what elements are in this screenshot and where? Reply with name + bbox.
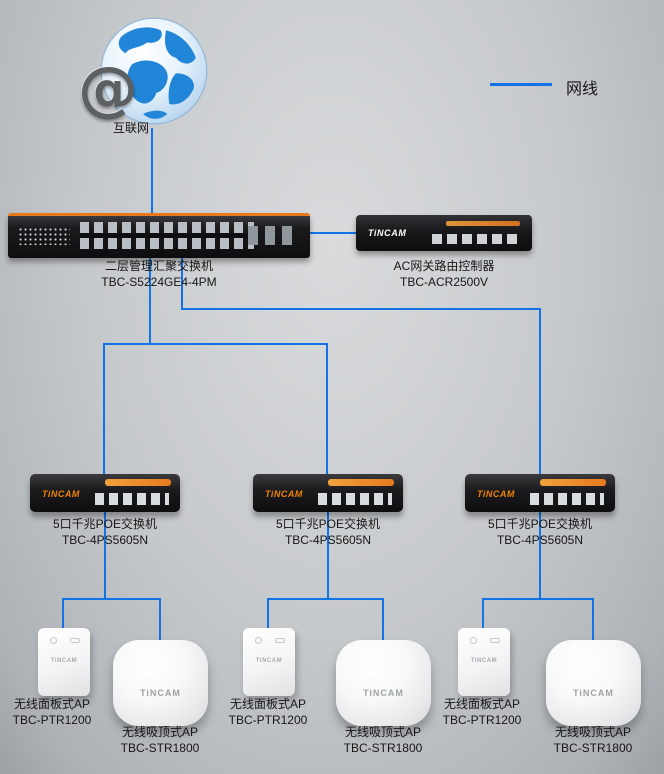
ethernet-ports xyxy=(432,234,520,244)
cable-poe1-split xyxy=(62,598,161,600)
ceiling-ap-name: 无线吸顶式AP xyxy=(344,725,421,739)
core-switch-label: 二层管理汇聚交换机 TBC-S5224GE4-4PM xyxy=(8,258,310,290)
brand-logo: TiNCAM xyxy=(363,688,404,698)
cable-core-switch-to-ac-controller xyxy=(310,232,358,234)
legend-label: 网线 xyxy=(566,81,599,98)
orange-accent-bar xyxy=(328,479,394,486)
ceiling-ap-3-label: 无线吸顶式AP TBC-STR1800 xyxy=(541,724,645,756)
indicator-dot xyxy=(50,637,57,644)
cable-poe2-to-wall-ap xyxy=(267,598,269,629)
cable-poe3-down xyxy=(539,511,541,599)
ac-controller-label: AC网关路由控制器 TBC-ACR2500V xyxy=(356,258,532,290)
ceiling-ap-1-label: 无线吸顶式AP TBC-STR1800 xyxy=(108,724,212,756)
brand-logo: TiNCAM xyxy=(470,658,498,664)
brand-logo: TiNCAM xyxy=(50,658,78,664)
indicator-dot xyxy=(255,637,262,644)
poe-switch-device: TiNCAM xyxy=(465,474,615,512)
wall-ap-name: 无线面板式AP xyxy=(13,697,90,711)
brand-logo: TiNCAM xyxy=(368,228,407,238)
cable-poe1-to-wall-ap xyxy=(62,598,64,629)
wall-ap-model: TBC-PTR1200 xyxy=(228,713,308,727)
cable-poe1-to-ceiling-ap xyxy=(159,598,161,641)
brand-logo: TiNCAM xyxy=(477,489,515,499)
ceiling-ap-device: TiNCAM xyxy=(336,640,431,726)
brand-logo: TiNCAM xyxy=(140,688,181,698)
ac-controller-device: TiNCAM xyxy=(356,215,532,251)
poe-switch-1-label: 5口千兆POE交换机 TBC-4PS5605N xyxy=(30,516,180,548)
poe-switch-name: 5口千兆POE交换机 xyxy=(487,517,593,531)
cable-drop-poe3 xyxy=(539,308,541,474)
core-switch-name: 二层管理汇聚交换机 xyxy=(104,259,213,273)
cable-internet-to-core-switch xyxy=(151,128,153,214)
ac-controller-name: AC网关路由控制器 xyxy=(393,259,495,273)
wall-ap-2-label: 无线面板式AP TBC-PTR1200 xyxy=(216,696,320,728)
wall-ap-1-label: 无线面板式AP TBC-PTR1200 xyxy=(0,696,104,728)
poe-switch-model: TBC-4PS5605N xyxy=(284,533,372,547)
wall-ap-device: TiNCAM xyxy=(243,628,295,696)
wall-ap-model: TBC-PTR1200 xyxy=(12,713,92,727)
ethernet-ports xyxy=(530,493,604,505)
cable-poe1-down xyxy=(104,511,106,599)
poe-switch-device: TiNCAM xyxy=(253,474,403,512)
brand-logo: TiNCAM xyxy=(42,489,80,499)
globe-icon xyxy=(99,16,209,126)
ac-controller-model: TBC-ACR2500V xyxy=(399,275,489,289)
poe-switch-name: 5口千兆POE交换机 xyxy=(275,517,381,531)
orange-accent-bar xyxy=(105,479,171,486)
wall-ap-3-label: 无线面板式AP TBC-PTR1200 xyxy=(430,696,534,728)
core-switch-device xyxy=(8,213,310,258)
poe-switch-model: TBC-4PS5605N xyxy=(61,533,149,547)
poe-switch-3-label: 5口千兆POE交换机 TBC-4PS5605N xyxy=(465,516,615,548)
wall-ap-device: TiNCAM xyxy=(38,628,90,696)
cable-drop-poe2 xyxy=(326,343,328,474)
orange-accent-bar xyxy=(446,221,520,226)
orange-accent-bar xyxy=(540,479,606,486)
ceiling-ap-2-label: 无线吸顶式AP TBC-STR1800 xyxy=(331,724,435,756)
internet-label: 互联网 xyxy=(112,121,149,135)
ethernet-ports xyxy=(318,493,392,505)
wall-ap-name: 无线面板式AP xyxy=(229,697,306,711)
wall-ap-name: 无线面板式AP xyxy=(443,697,520,711)
brand-logo: TiNCAM xyxy=(573,688,614,698)
ceiling-ap-device: TiNCAM xyxy=(113,640,208,726)
cable-drop-poe1 xyxy=(103,343,105,474)
ceiling-ap-model: TBC-STR1800 xyxy=(120,741,200,755)
ceiling-ap-model: TBC-STR1800 xyxy=(343,741,423,755)
wall-ap-model: TBC-PTR1200 xyxy=(442,713,522,727)
wall-ap-device: TiNCAM xyxy=(458,628,510,696)
ceiling-ap-model: TBC-STR1800 xyxy=(553,741,633,755)
at-symbol-icon: @ xyxy=(78,54,138,124)
indicator-slot xyxy=(70,638,80,643)
poe-switch-device: TiNCAM xyxy=(30,474,180,512)
led-indicators xyxy=(18,227,70,245)
cable-poe3-split xyxy=(482,598,594,600)
ethernet-ports-24 xyxy=(80,222,254,249)
sfp-ports xyxy=(248,226,298,245)
ethernet-ports xyxy=(95,493,169,505)
ceiling-ap-device: TiNCAM xyxy=(546,640,641,726)
poe-switch-model: TBC-4PS5605N xyxy=(496,533,584,547)
poe-switch-name: 5口千兆POE交换机 xyxy=(52,517,158,531)
cable-core-trunk-a xyxy=(149,255,151,345)
poe-switch-2-label: 5口千兆POE交换机 TBC-4PS5605N xyxy=(253,516,403,548)
cable-branch-lower xyxy=(103,343,328,345)
ceiling-ap-name: 无线吸顶式AP xyxy=(554,725,631,739)
legend-cable-swatch xyxy=(490,83,552,86)
cable-core-trunk-b xyxy=(181,255,183,310)
ceiling-ap-name: 无线吸顶式AP xyxy=(121,725,198,739)
cable-branch-upper xyxy=(181,308,541,310)
cable-poe3-to-ceiling-ap xyxy=(592,598,594,641)
brand-logo: TiNCAM xyxy=(265,489,303,499)
cable-poe2-down xyxy=(327,511,329,599)
core-switch-model: TBC-S5224GE4-4PM xyxy=(101,275,217,289)
cable-poe2-to-ceiling-ap xyxy=(382,598,384,641)
indicator-dot xyxy=(470,637,477,644)
indicator-slot xyxy=(275,638,285,643)
cable-poe2-split xyxy=(267,598,384,600)
brand-logo: TiNCAM xyxy=(255,658,283,664)
cable-poe3-to-wall-ap xyxy=(482,598,484,629)
indicator-slot xyxy=(490,638,500,643)
